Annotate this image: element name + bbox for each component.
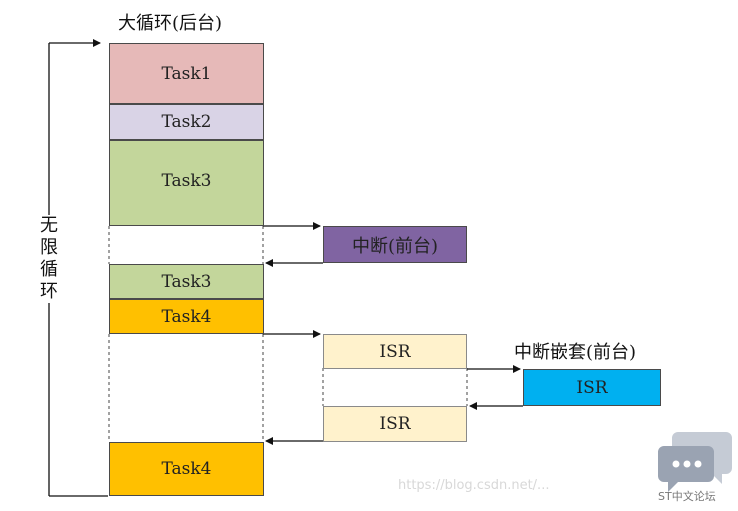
isr-label: ISR <box>379 341 411 362</box>
logo-text: ST中文论坛 <box>658 490 716 503</box>
isr-box: ISR <box>323 334 467 369</box>
watermark-text: https://blog.csdn.net/... <box>398 478 550 493</box>
task2-label: Task2 <box>161 112 212 132</box>
task4-resume-box: Task4 <box>109 442 264 496</box>
infinite-loop-label: 无限循环 <box>38 215 60 303</box>
task3-label: Task3 <box>161 171 212 191</box>
task1-label: Task1 <box>161 63 212 84</box>
interrupt-box: 中断(前台) <box>323 226 467 263</box>
flow-arrows <box>263 222 523 445</box>
isr-resume-label: ISR <box>379 414 411 434</box>
dashed-guides <box>108 226 468 442</box>
nested-isr-box: ISR <box>523 369 661 406</box>
chat-bubble-icon <box>658 432 732 492</box>
task3-resume-label: Task3 <box>161 271 212 292</box>
task4-label: Task4 <box>161 306 212 327</box>
main-loop-label: 大循环(后台) <box>118 13 223 34</box>
nested-interrupt-label: 中断嵌套(前台) <box>514 342 637 363</box>
task3-box: Task3 <box>109 140 264 226</box>
task4-resume-label: Task4 <box>161 459 212 479</box>
task3-resume-box: Task3 <box>109 264 264 299</box>
logo-front-bubble <box>658 446 714 492</box>
task2-box: Task2 <box>109 104 264 140</box>
task4-box: Task4 <box>109 299 264 334</box>
interrupt-label: 中断(前台) <box>351 235 439 257</box>
nested-isr-label: ISR <box>576 377 608 398</box>
isr-resume-box: ISR <box>323 406 467 442</box>
task1-box: Task1 <box>109 43 264 104</box>
